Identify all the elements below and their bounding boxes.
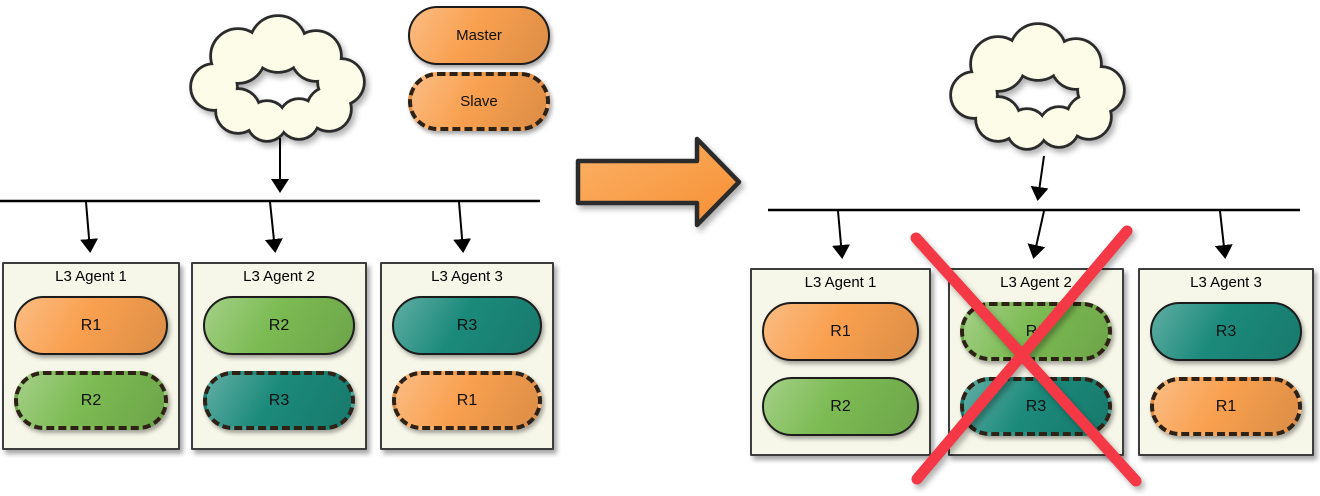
router-pill-slave: R3 [203, 371, 355, 430]
legend-master-pill: Master [408, 6, 550, 65]
right-arrow-agent2 [1027, 210, 1046, 259]
router-label: R2 [268, 316, 290, 334]
right-cloud-arrow [1030, 155, 1049, 201]
agent-title: L3 Agent 3 [431, 268, 503, 285]
agent-title: L3 Agent 3 [1190, 274, 1262, 291]
left-agent2-box: L3 Agent 2 R2 R3 [191, 262, 367, 450]
router-label: R1 [80, 316, 102, 334]
agent-title: L3 Agent 1 [804, 274, 877, 291]
router-pill-slave: R2 [960, 302, 1112, 361]
router-pill-slave: R1 [392, 371, 542, 430]
router-pill-master: R1 [762, 302, 919, 361]
agent-title: L3 Agent 2 [243, 268, 315, 285]
router-pill-slave: R1 [1150, 377, 1302, 436]
router-pill-master: R3 [1150, 302, 1302, 361]
router-label: R1 [1215, 397, 1237, 415]
router-label: R2 [1025, 322, 1047, 340]
cloud-left-icon [189, 14, 366, 143]
right-agent1-box: L3 Agent 1 R1 R2 [750, 268, 931, 456]
agent-title: L3 Agent 2 [1000, 274, 1072, 291]
right-arrow-agent1 [832, 210, 850, 259]
router-pill-slave: R2 [14, 371, 168, 430]
legend-slave-pill: Slave [408, 72, 550, 131]
cloud-right-icon [952, 25, 1123, 148]
router-label: R2 [830, 397, 851, 415]
router-pill-slave: R3 [960, 377, 1112, 436]
router-pill-master: R2 [762, 377, 919, 436]
router-label: R2 [80, 391, 102, 409]
left-arrow-agent3 [453, 201, 472, 253]
left-arrow-agent2 [264, 201, 283, 253]
router-label: R3 [1215, 322, 1237, 340]
transition-arrow-icon [575, 136, 742, 228]
router-label: R3 [268, 391, 290, 409]
left-arrow-agent1 [80, 201, 99, 253]
right-agent2-box-failed: L3 Agent 2 R2 R3 [948, 268, 1124, 456]
router-pill-master: R1 [14, 296, 168, 355]
router-label: R3 [456, 316, 478, 334]
left-agent3-box: L3 Agent 3 R3 R1 [380, 262, 554, 450]
right-agent3-box: L3 Agent 3 R3 R1 [1138, 268, 1314, 456]
legend-slave-label: Slave [460, 93, 498, 110]
agent-title: L3 Agent 1 [55, 268, 127, 285]
router-label: R3 [1025, 397, 1047, 415]
legend-master-label: Master [456, 27, 502, 44]
router-pill-master: R2 [203, 296, 355, 355]
left-agent1-box: L3 Agent 1 R1 R2 [2, 262, 180, 450]
right-arrow-agent3 [1214, 210, 1233, 259]
router-label: R1 [830, 322, 851, 340]
router-pill-master: R3 [392, 296, 542, 355]
router-label: R1 [456, 391, 478, 409]
